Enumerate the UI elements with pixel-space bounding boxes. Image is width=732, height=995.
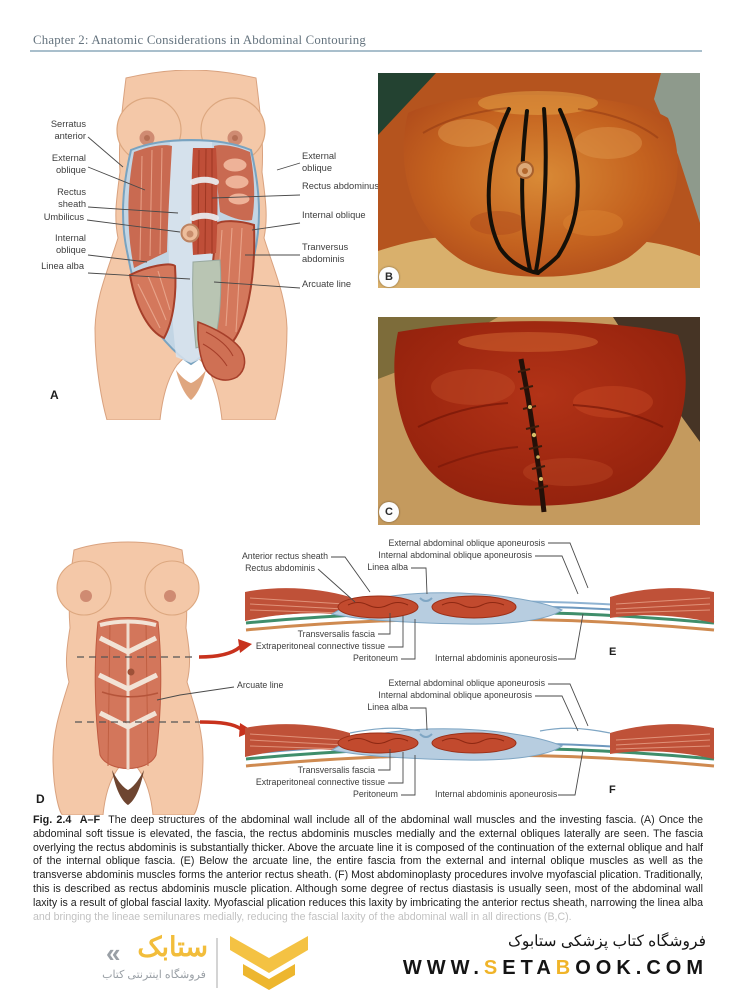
label-umbilicus: Umbilicus [43, 212, 84, 222]
label-f-internal-aponeurosis: Internal abdominal oblique aponeurosis [378, 690, 532, 700]
photo-b-surgical [378, 73, 700, 288]
caption-faded-line: and bringing the lineae semilunares medi… [33, 910, 572, 923]
photo-b-letter-badge: B [379, 267, 399, 287]
chapter-title: Chapter 2: Anatomic Considerations in Ab… [33, 33, 366, 47]
label-e-rectus-abdominis: Rectus abdominis [245, 563, 315, 573]
figure-def-illustration [52, 541, 715, 815]
url-ook: OOK.COM [575, 957, 708, 979]
label-internal-oblique-left: Internal oblique [54, 233, 86, 255]
label-f-transversalis-fascia: Transversalis fascia [297, 765, 375, 775]
label-external-oblique-left: External oblique [51, 153, 86, 175]
label-e-internal-aponeurosis: Internal abdominal oblique aponeurosis [378, 550, 532, 560]
photo-c-surgical [378, 317, 700, 525]
label-tranversus-abdominis: Tranversus abdominis [302, 242, 349, 264]
label-e-linea-alba: Linea alba [367, 562, 408, 572]
caption-body: The deep structures of the abdominal wal… [33, 814, 703, 909]
label-f-linea-alba: Linea alba [367, 702, 408, 712]
photo-b-letter: B [385, 271, 393, 283]
store-title-farsi: فروشگاه کتاب پزشکی ستابوک [507, 933, 706, 950]
label-f-extraperitoneal: Extraperitoneal connective tissue [255, 777, 385, 787]
header-rule [30, 50, 702, 52]
label-f-arcuate-line: Arcuate line [237, 680, 284, 690]
label-external-oblique-right: External oblique [302, 151, 337, 173]
section-e-letter: E [609, 646, 617, 658]
url-www: WWW. [402, 957, 484, 979]
figure-a-illustration [86, 70, 301, 420]
brand-name-farsi: ستابک [137, 932, 208, 962]
figure-caption: Fig. 2.4 A–F The deep structures of the … [33, 814, 703, 924]
label-e-transversalis-fascia: Transversalis fascia [297, 629, 375, 639]
brand-divider [216, 938, 218, 988]
label-e-anterior-rectus-sheath: Anterior rectus sheath [241, 551, 328, 561]
caption-fig-number: Fig. 2.4 [33, 814, 72, 826]
label-internal-oblique-right: Internal oblique [302, 210, 366, 220]
label-rectus-sheath: Rectus sheath [57, 187, 86, 209]
brand-guillemet-icon: « [106, 938, 121, 968]
brand-chevron-icon [230, 936, 308, 990]
label-f-internal-abdominis-aponeurosis: Internal abdominis aponeurosis [435, 789, 558, 799]
photo-c-letter: C [385, 506, 393, 518]
brand-subtitle-farsi: فروشگاه اینترنتی کتاب [102, 969, 206, 981]
figure-a-letter: A [50, 388, 59, 402]
url-s-gold: S [483, 957, 503, 979]
label-f-peritoneum: Peritoneum [353, 789, 398, 799]
label-rectus-abdominus: Rectus abdominus [302, 181, 379, 191]
url-eta: ETA [502, 957, 556, 979]
label-linea-alba: Linea alba [41, 261, 84, 271]
figure-d-letter: D [36, 792, 45, 806]
label-e-extraperitoneal: Extraperitoneal connective tissue [255, 641, 385, 651]
label-arcuate-line: Arcuate line [302, 279, 352, 289]
photo-c-letter-badge: C [379, 502, 399, 522]
label-e-peritoneum: Peritoneum [353, 653, 398, 663]
label-serratus-anterior: Serratus anterior [50, 119, 86, 141]
label-e-internal-abdominis-aponeurosis: Internal abdominis aponeurosis [435, 653, 558, 663]
label-f-external-aponeurosis: External abdominal oblique aponeurosis [388, 678, 546, 688]
label-e-external-aponeurosis: External abdominal oblique aponeurosis [388, 538, 546, 548]
section-f-letter: F [609, 784, 616, 796]
website-url[interactable]: WWW.SETABOOK.COM [300, 957, 708, 980]
url-b-gold: B [555, 957, 576, 979]
caption-fig-range: A–F [79, 814, 101, 826]
